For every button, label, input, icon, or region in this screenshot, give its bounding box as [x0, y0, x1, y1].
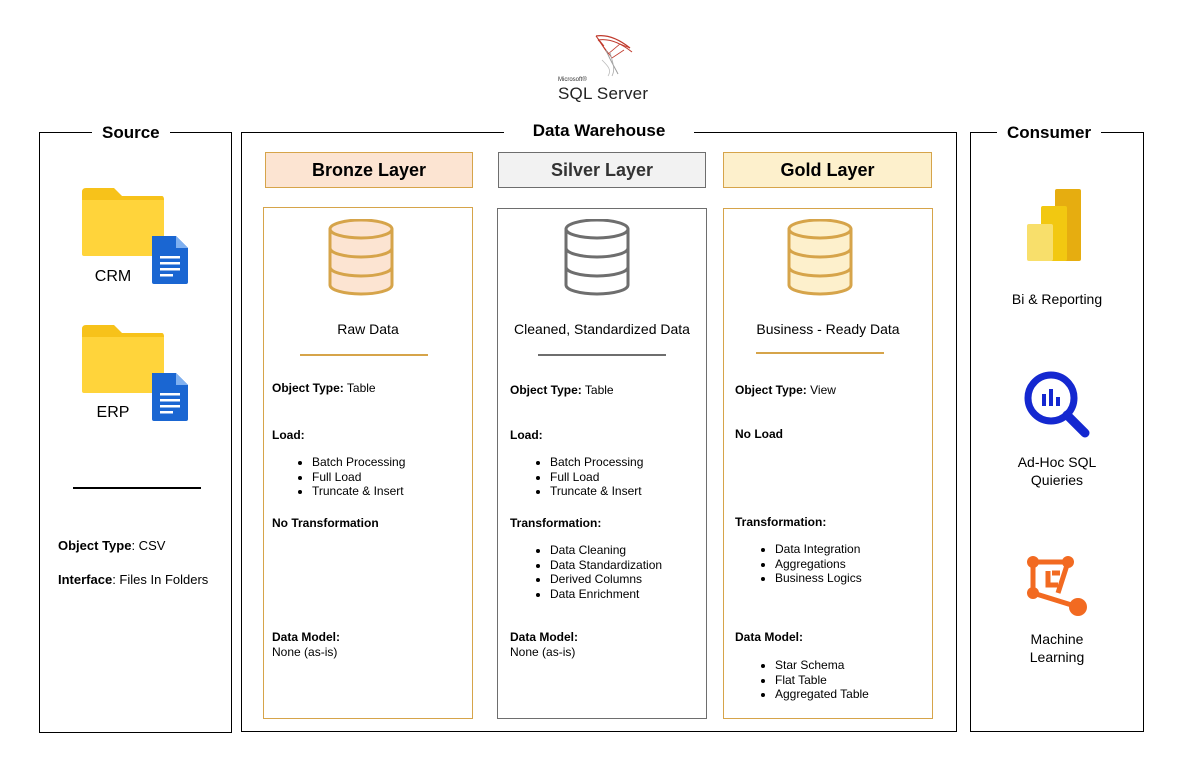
crm-source — [80, 186, 192, 286]
source-title: Source — [92, 123, 170, 143]
consumer-title: Consumer — [997, 123, 1102, 143]
interface-value: : Files In Folders — [112, 572, 209, 587]
bronze-rule — [300, 354, 428, 356]
load-label: Load: — [510, 428, 543, 442]
bronze-data-model: Data Model: None (as-is) — [272, 630, 340, 660]
gold-data-model-list: Star Schema Flat Table Aggregated Table — [757, 658, 869, 702]
silver-object-type: Object Type: Table — [510, 383, 614, 398]
silver-transformation-label: Transformation: — [510, 516, 601, 531]
logo-company: Microsoft® — [558, 77, 587, 83]
list-item: Business Logics — [775, 571, 862, 586]
load-label: Load: — [272, 428, 305, 442]
gold-data-model-label: Data Model: — [735, 630, 803, 645]
bi-reporting-label: Bi & Reporting — [1011, 291, 1103, 307]
bronze-transformation-label: No Transformation — [272, 516, 379, 531]
list-item: Truncate & Insert — [550, 484, 643, 499]
list-item: Star Schema — [775, 658, 869, 673]
source-interface: Interface: Files In Folders — [58, 572, 208, 587]
sql-server-icon — [595, 35, 633, 77]
data-model-label: Data Model: — [735, 630, 804, 644]
object-type-value: View — [810, 383, 836, 397]
bronze-load-list: Batch Processing Full Load Truncate & In… — [294, 455, 405, 499]
search-analytics-icon — [1024, 371, 1090, 438]
object-type-label: Object Type: — [510, 383, 582, 397]
silver-rule — [538, 354, 666, 356]
ad-hoc-sql-label: Ad-Hoc SQL Quieries — [1017, 454, 1097, 488]
transformation-label: No Transformation — [272, 516, 379, 530]
bronze-load-label: Load: — [272, 428, 305, 443]
silver-transformation-list: Data Cleaning Data Standardization Deriv… — [532, 543, 662, 601]
folder-document-icon — [82, 325, 188, 421]
crm-label: CRM — [94, 268, 132, 285]
bronze-layer-box: Raw Data Object Type: Table Load: Batch … — [263, 207, 473, 719]
erp-source — [80, 323, 192, 423]
data-model-value: None (as-is) — [510, 645, 576, 659]
list-item: Batch Processing — [312, 455, 405, 470]
logo-product: SQL Server — [558, 84, 649, 103]
gold-transformation-list: Data Integration Aggregations Business L… — [757, 542, 862, 586]
gold-load-label: No Load — [735, 427, 783, 442]
list-item: Derived Columns — [550, 572, 662, 587]
source-object-type: Object Type: CSV — [58, 538, 165, 553]
list-item: Flat Table — [775, 673, 869, 688]
data-model-label: Data Model: — [272, 630, 341, 644]
list-item: Aggregated Table — [775, 687, 869, 702]
gold-object-type: Object Type: View — [735, 383, 836, 398]
data-warehouse-title: Data Warehouse — [504, 121, 694, 141]
silver-data-model: Data Model: None (as-is) — [510, 630, 578, 660]
list-item: Data Standardization — [550, 558, 662, 573]
gold-rule — [756, 352, 884, 354]
list-item: Truncate & Insert — [312, 484, 405, 499]
object-type-value: Table — [346, 381, 376, 395]
sql-server-logo: Microsoft® SQL Server — [550, 30, 660, 103]
silver-layer-title: Silver Layer — [550, 159, 654, 180]
silver-layer-header: Silver Layer — [498, 152, 706, 188]
object-type-label: Object Type: — [272, 381, 344, 395]
database-icon — [564, 219, 630, 296]
list-item: Full Load — [312, 470, 405, 485]
data-model-value: None (as-is) — [272, 645, 338, 659]
source-divider — [73, 487, 201, 489]
gold-caption: Business - Ready Data — [756, 321, 900, 337]
list-item: Data Cleaning — [550, 543, 662, 558]
list-item: Data Integration — [775, 542, 862, 557]
list-item: Full Load — [550, 470, 643, 485]
object-type-label: Object Type: — [735, 383, 807, 397]
power-bi-icon — [1027, 189, 1081, 261]
silver-load-list: Batch Processing Full Load Truncate & In… — [532, 455, 643, 499]
machine-learning-label: Machine Learning — [1029, 631, 1085, 665]
load-label: No Load — [735, 427, 783, 441]
folder-document-icon — [82, 188, 188, 284]
database-icon — [787, 219, 853, 296]
silver-layer-box: Cleaned, Standardized Data Object Type: … — [497, 208, 707, 719]
data-model-label: Data Model: — [510, 630, 579, 644]
list-item: Batch Processing — [550, 455, 643, 470]
bronze-caption: Raw Data — [337, 321, 399, 337]
list-item: Data Enrichment — [550, 587, 662, 602]
transformation-label: Transformation: — [510, 516, 602, 530]
gold-layer-title: Gold Layer — [780, 159, 875, 180]
database-icon — [328, 219, 394, 296]
machine-learning-icon — [1027, 556, 1087, 616]
object-type-label: Object Type — [58, 538, 132, 553]
erp-label: ERP — [96, 404, 130, 421]
transformation-label: Transformation: — [735, 515, 827, 529]
gold-layer-box: Business - Ready Data Object Type: View … — [723, 208, 933, 719]
list-item: Aggregations — [775, 557, 862, 572]
interface-label: Interface — [58, 572, 113, 587]
gold-layer-header: Gold Layer — [723, 152, 932, 188]
bronze-layer-title: Bronze Layer — [311, 159, 427, 180]
object-type-value: : CSV — [131, 538, 166, 553]
object-type-value: Table — [584, 383, 614, 397]
gold-transformation-label: Transformation: — [735, 515, 826, 530]
bronze-object-type: Object Type: Table — [272, 381, 376, 396]
silver-load-label: Load: — [510, 428, 543, 443]
bronze-layer-header: Bronze Layer — [265, 152, 473, 188]
silver-caption: Cleaned, Standardized Data — [514, 321, 690, 337]
